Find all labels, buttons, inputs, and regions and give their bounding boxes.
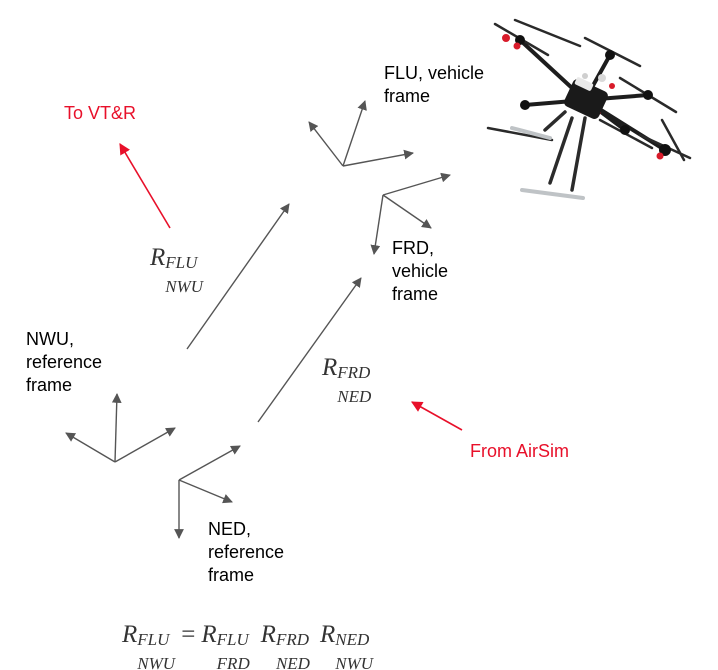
eq-rhs1-sup: FLU — [216, 630, 249, 649]
flu-left-axis — [308, 121, 344, 167]
nwu-west-axis — [65, 432, 116, 463]
to-vtr-label: To VT&R — [64, 103, 137, 123]
hexacopter-drone-icon — [486, 18, 692, 200]
frd-frame-label-line1: FRD, — [392, 238, 434, 258]
eq-rhs1-base: R — [201, 621, 217, 648]
rotation-base: R — [150, 244, 166, 271]
ned-north-axis — [178, 445, 241, 481]
flu-forward-axis — [342, 149, 414, 167]
rotation-base: R — [322, 354, 338, 381]
eq-rhs1-sub: FRD — [216, 654, 250, 670]
flu-frame-label-line1: FLU, vehicle — [384, 63, 485, 83]
frd-right-axis — [382, 194, 432, 229]
rotation-sub: NED — [337, 387, 372, 406]
eq-rhs3-sup: NED — [335, 630, 370, 649]
equals-sign: = — [181, 621, 196, 648]
ned-axes — [174, 445, 241, 539]
rotation-sub: NWU — [165, 277, 204, 296]
flu-up-axis — [342, 100, 367, 167]
eq-lhs-sup: FLU — [137, 630, 170, 649]
frd-forward-axis — [382, 172, 451, 196]
nwu-frame-label-line2: reference — [26, 352, 103, 372]
transform-arrows — [186, 203, 362, 423]
nwu-north-axis — [114, 427, 176, 463]
rotation-sup: FRD — [337, 363, 371, 382]
ned-east-axis — [178, 479, 233, 504]
frd-frame-label: FRD, vehicle frame — [392, 237, 448, 306]
frd-axes — [370, 172, 451, 255]
to-vtr-arrow — [119, 143, 171, 229]
flu-frame-label: FLU, vehicle frame — [384, 62, 484, 108]
rotation-sup: FLU — [165, 253, 198, 272]
eq-rhs2-sub: NED — [275, 654, 310, 670]
frd-down-axis — [370, 194, 384, 255]
frd-frame-label-line2: vehicle — [392, 261, 449, 281]
flu-frame-label-line2: frame — [384, 86, 431, 106]
nwu-frame-label-line3: frame — [26, 375, 73, 395]
ned-to-frd-arrow — [257, 277, 362, 423]
nwu-frame-label: NWU, reference frame — [26, 328, 102, 397]
eq-rhs3-base: R — [319, 621, 336, 648]
nwu-frame-label-line1: NWU, — [26, 329, 74, 349]
from-airsim-arrow — [411, 401, 463, 431]
nwu-up-axis — [111, 393, 122, 463]
ned-frame-label: NED, reference frame — [208, 518, 284, 587]
red-arrows — [119, 143, 463, 431]
frd-frame-label-line3: frame — [392, 284, 439, 304]
eq-rhs2-sup: FRD — [275, 630, 309, 649]
eq-rhs3-sub: NWU — [335, 654, 374, 670]
flu-axes — [308, 100, 414, 167]
nwu-axes — [65, 393, 176, 463]
from-airsim-label: From AirSim — [470, 441, 569, 461]
eq-lhs-base: R — [122, 621, 138, 648]
ned-frame-label-line1: NED, — [208, 519, 252, 539]
ned-frame-label-line3: frame — [208, 565, 255, 585]
nwu-to-flu-arrow — [186, 203, 290, 350]
ned-frame-label-line2: reference — [208, 542, 285, 562]
eq-lhs-sub: NWU — [137, 654, 176, 670]
eq-rhs2-base: R — [260, 621, 276, 648]
